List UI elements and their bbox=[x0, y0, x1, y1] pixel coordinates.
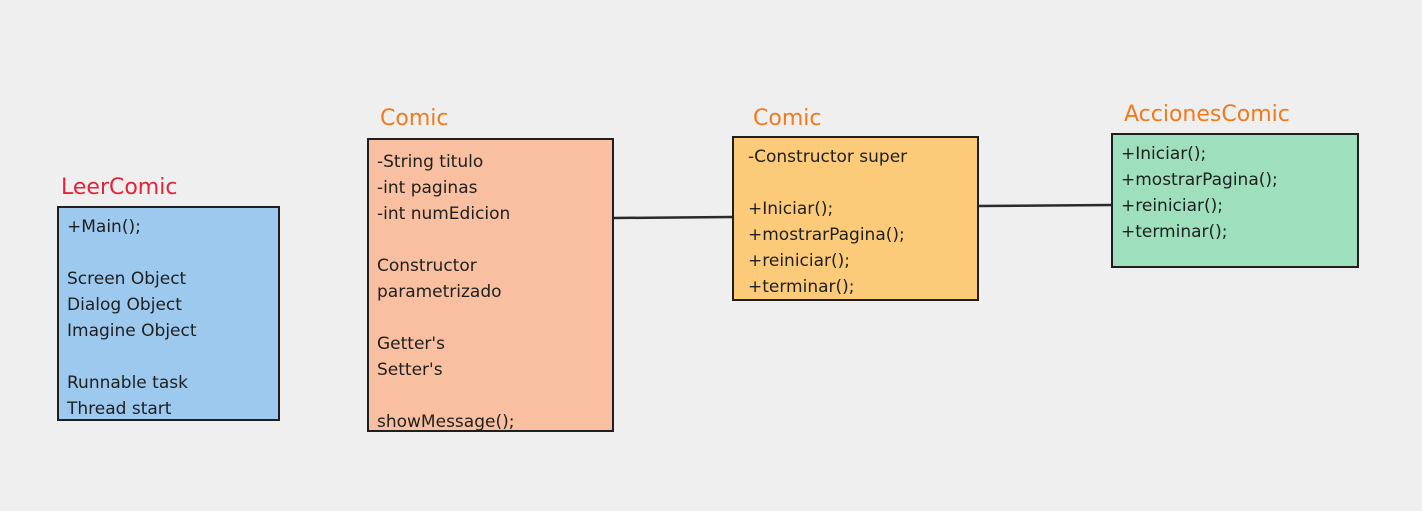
class-box-comic-methods: -Constructor super +Iniciar(); +mostrarP… bbox=[732, 136, 979, 301]
member-line bbox=[67, 344, 270, 370]
class-box-leercomic: +Main(); Screen Object Dialog Object Ima… bbox=[57, 206, 280, 421]
member-line: Constructor bbox=[377, 256, 477, 276]
member-line: Runnable task bbox=[67, 373, 188, 393]
class-title-accionescomic: AccionesComic bbox=[1124, 102, 1290, 127]
member-line: +Main(); bbox=[67, 217, 141, 237]
member-line bbox=[377, 305, 604, 331]
member-line: showMessage(); bbox=[377, 412, 515, 432]
member-line: +Iniciar(); bbox=[1121, 144, 1207, 164]
member-line: Imagine Object bbox=[67, 321, 197, 341]
member-line: +terminar(); bbox=[1121, 222, 1228, 242]
member-line: +terminar(); bbox=[748, 277, 855, 297]
member-line: -int paginas bbox=[377, 178, 478, 198]
member-line: Thread start bbox=[67, 399, 172, 419]
member-line bbox=[377, 383, 604, 409]
member-line: -int numEdicion bbox=[377, 204, 511, 224]
member-line bbox=[67, 240, 270, 266]
member-line: +reiniciar(); bbox=[1121, 196, 1224, 216]
member-line: +mostrarPagina(); bbox=[1121, 170, 1278, 190]
member-line: Getter's bbox=[377, 334, 445, 354]
member-line: parametrizado bbox=[377, 282, 502, 302]
member-line bbox=[748, 170, 969, 196]
class-title-leercomic: LeerComic bbox=[61, 175, 178, 200]
member-line: +Iniciar(); bbox=[748, 199, 834, 219]
member-line: +mostrarPagina(); bbox=[748, 225, 905, 245]
member-line: Dialog Object bbox=[67, 295, 182, 315]
connector-comic-to-comic bbox=[612, 215, 733, 220]
member-line: +reiniciar(); bbox=[748, 251, 851, 271]
member-line: Setter's bbox=[377, 360, 443, 380]
connector-comic-to-accionescomic bbox=[977, 203, 1113, 208]
class-box-comic: -String titulo -int paginas -int numEdic… bbox=[367, 138, 614, 432]
member-line bbox=[377, 227, 604, 253]
class-title-comic-methods: Comic bbox=[753, 106, 822, 131]
class-title-comic: Comic bbox=[380, 106, 449, 131]
member-line: -String titulo bbox=[377, 152, 484, 172]
class-box-accionescomic: +Iniciar(); +mostrarPagina(); +reiniciar… bbox=[1111, 133, 1359, 268]
member-line: Screen Object bbox=[67, 269, 187, 289]
member-line: -Constructor super bbox=[748, 147, 908, 167]
